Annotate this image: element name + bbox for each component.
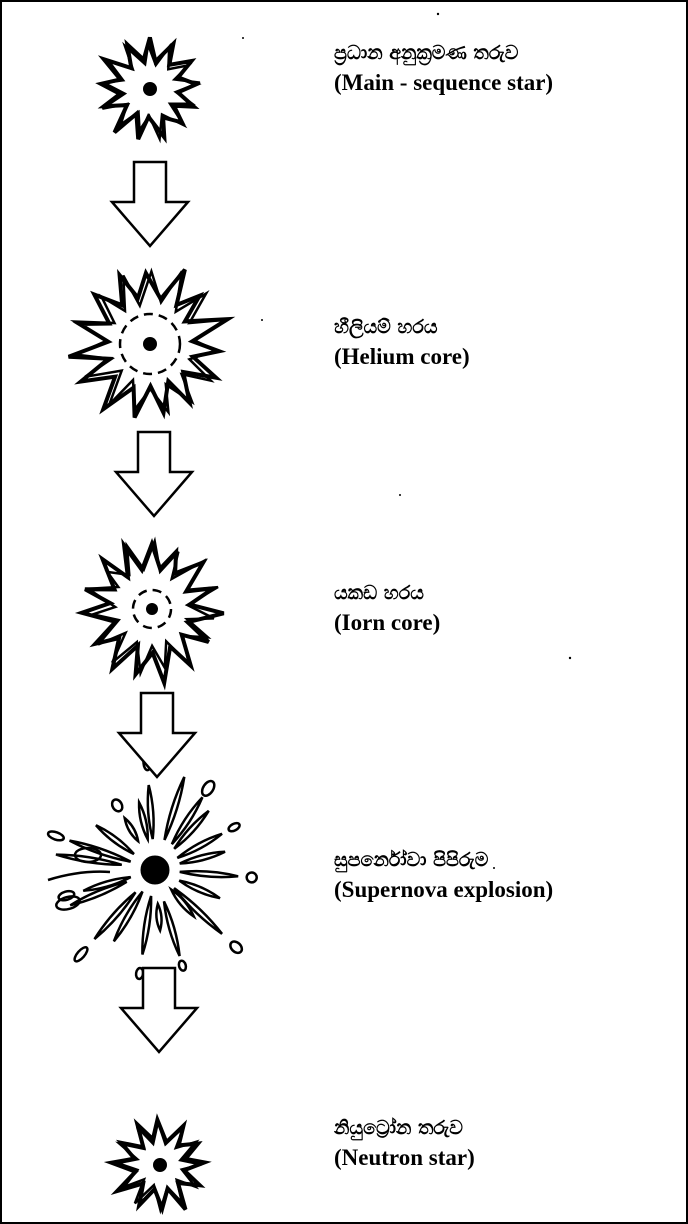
helium-core-star-icon — [69, 270, 228, 418]
stage-label-main-sequence: ප්‍රධාන අනුක්‍රමණ තරුව (Main - sequence … — [334, 38, 674, 98]
stage-sinhala-label: සුපර්නෝවා පිපිරුම — [334, 845, 674, 875]
down-arrow-icon — [121, 968, 197, 1052]
stage-label-helium-core: හීලියම් හරය (Helium core) — [334, 312, 674, 372]
stage-sinhala-label: යකඩ හරය — [334, 578, 674, 608]
stage-sinhala-label: හීලියම් හරය — [334, 312, 674, 342]
iron-core-star-icon — [82, 541, 224, 683]
main-sequence-star-icon — [101, 37, 200, 139]
stage-english-label: (Iorn core) — [334, 608, 674, 638]
stage-label-iron-core: යකඩ හරය (Iorn core) — [334, 578, 674, 638]
stage-sinhala-label: නියුට්‍රෝන තරුව — [334, 1113, 674, 1143]
stage-english-label: (Main - sequence star) — [334, 68, 674, 98]
stage-sinhala-label: ප්‍රධාන අනුක්‍රමණ තරුව — [334, 38, 674, 68]
neutron-star-icon — [111, 1120, 204, 1210]
stage-english-label: (Supernova explosion) — [334, 875, 674, 905]
down-arrow-icon — [119, 693, 195, 777]
stage-english-label: (Neutron star) — [334, 1143, 674, 1173]
stage-english-label: (Helium core) — [334, 342, 674, 372]
stage-label-supernova: සුපර්නෝවා පිපිරුම (Supernova explosion) — [334, 845, 674, 905]
down-arrow-icon — [116, 432, 192, 516]
down-arrow-icon — [112, 162, 188, 246]
supernova-explosion-icon — [47, 755, 257, 979]
stage-label-neutron-star: නියුට්‍රෝන තරුව (Neutron star) — [334, 1113, 674, 1173]
